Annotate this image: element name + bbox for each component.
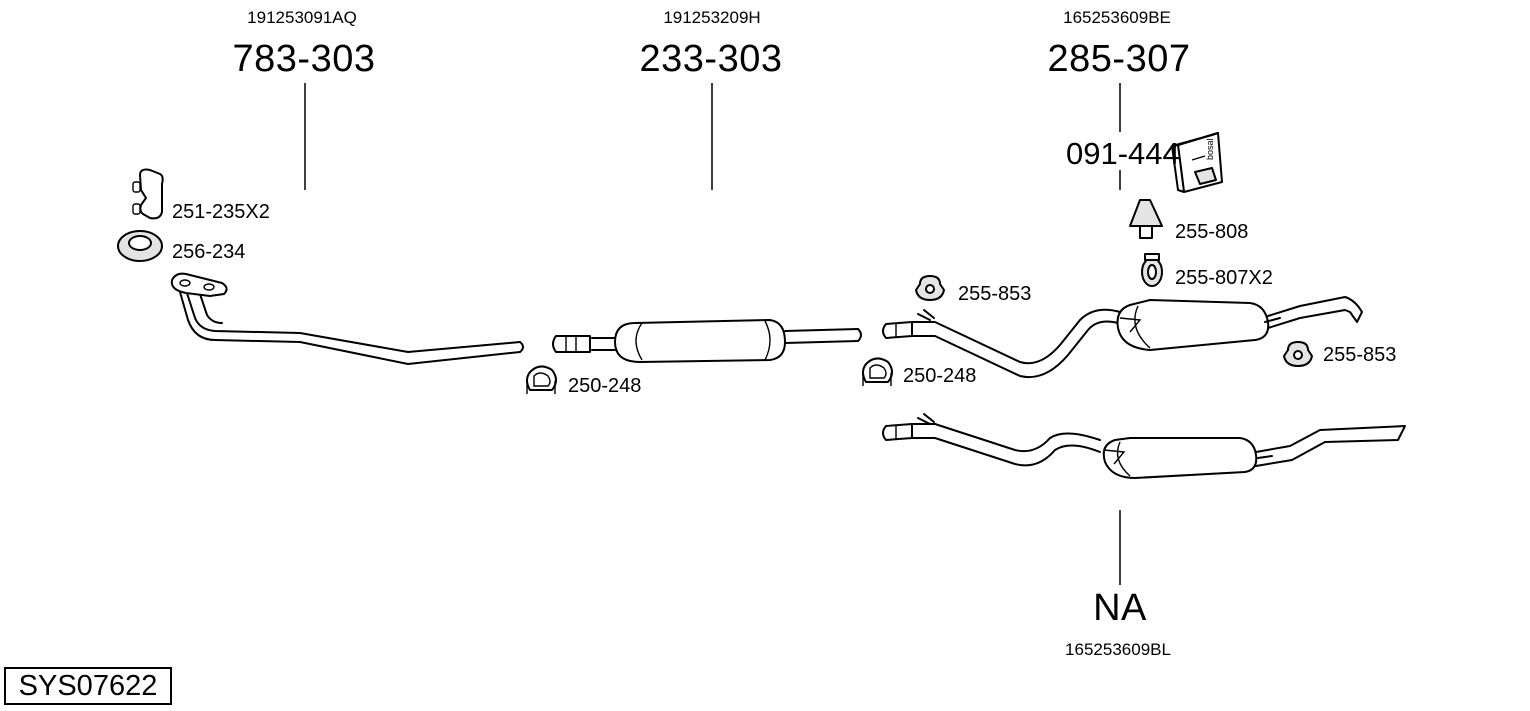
rubber-hanger-icon xyxy=(915,275,945,301)
oe-number-rear-muffler: 165253609BE xyxy=(1063,8,1171,27)
rear-muffler-drawing xyxy=(882,296,1363,378)
accessory-label-clamp-center[interactable]: 250-248 xyxy=(568,375,642,397)
part-number-alt-rear-muffler: NA xyxy=(1093,587,1147,629)
mounting-kit-box-label: bosal xyxy=(1205,138,1215,160)
part-number-front-pipe[interactable]: 783-303 xyxy=(232,38,376,80)
oe-number-center-muffler: 191253209H xyxy=(663,8,761,27)
pipe-clamp-icon xyxy=(526,365,557,394)
mounting-kit-box-icon: bosal xyxy=(1171,132,1223,193)
accessory-label-hanger-front[interactable]: 255-853 xyxy=(958,283,1032,305)
accessory-label-hanger-rear[interactable]: 255-853 xyxy=(1323,344,1397,366)
mounting-kit-number[interactable]: 091-444 xyxy=(1066,136,1180,171)
front-pipe-drawing xyxy=(170,272,524,365)
part-number-rear-muffler[interactable]: 285-307 xyxy=(1047,38,1191,80)
center-muffler-drawing xyxy=(552,319,862,363)
diagram-id-box: SYS07622 xyxy=(4,667,172,705)
gasket-bracket-icon xyxy=(132,168,164,220)
accessory-label-flange-ring[interactable]: 256-234 xyxy=(172,241,246,263)
hanger-ring-icon xyxy=(1141,253,1163,287)
accessory-label-rubber-mount[interactable]: 255-808 xyxy=(1175,221,1249,243)
pipe-clamp-icon xyxy=(862,357,893,386)
alt-rear-muffler-drawing xyxy=(882,413,1406,479)
rubber-mount-icon xyxy=(1129,199,1163,239)
oe-number-alt-rear-muffler: 165253609BL xyxy=(1065,640,1171,659)
oe-number-front-pipe: 191253091AQ xyxy=(247,8,357,27)
flange-ring-icon xyxy=(117,230,163,262)
rubber-hanger-icon xyxy=(1283,341,1313,367)
part-number-center-muffler[interactable]: 233-303 xyxy=(639,38,783,80)
accessory-label-gasket-bracket[interactable]: 251-235X2 xyxy=(172,201,270,223)
accessory-label-hanger-ring[interactable]: 255-807X2 xyxy=(1175,267,1273,289)
accessory-label-clamp-rear[interactable]: 250-248 xyxy=(903,365,977,387)
